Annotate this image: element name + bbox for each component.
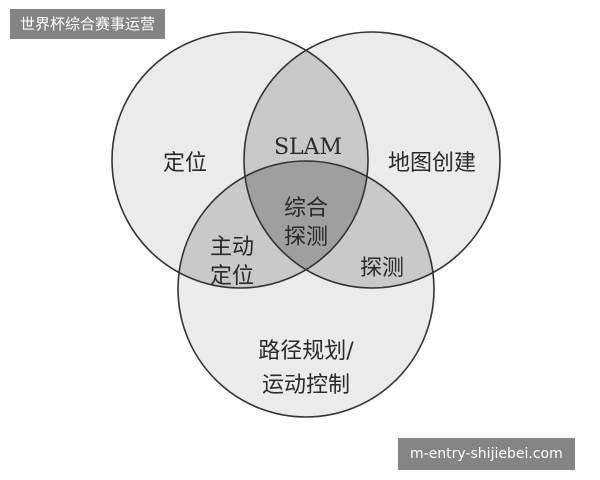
label-center-line1: 综合: [284, 196, 328, 221]
label-right-bottom: 探测: [360, 256, 404, 281]
overlap-left-bottom: [178, 161, 368, 288]
label-left-only: 定位: [163, 151, 207, 176]
overlap-right-bottom: [244, 161, 434, 288]
watermark-bottom: m-entry-shijiebei.com: [398, 438, 575, 470]
label-bottom-line1: 路径规划/: [258, 339, 354, 364]
circle-bottom-outline: [177, 160, 435, 418]
label-bottom-line2: 运动控制: [262, 373, 350, 398]
label-left-right: SLAM: [274, 135, 342, 160]
label-left-bottom-line1: 主动: [210, 235, 254, 260]
label-left-bottom-line2: 定位: [210, 264, 254, 289]
circle-left-outline: [111, 31, 369, 289]
circle-right-outline: [243, 31, 501, 289]
watermark-top: 世界杯综合赛事运营: [10, 9, 166, 39]
label-center-line2: 探测: [284, 225, 328, 250]
label-right-only: 地图创建: [388, 151, 476, 176]
